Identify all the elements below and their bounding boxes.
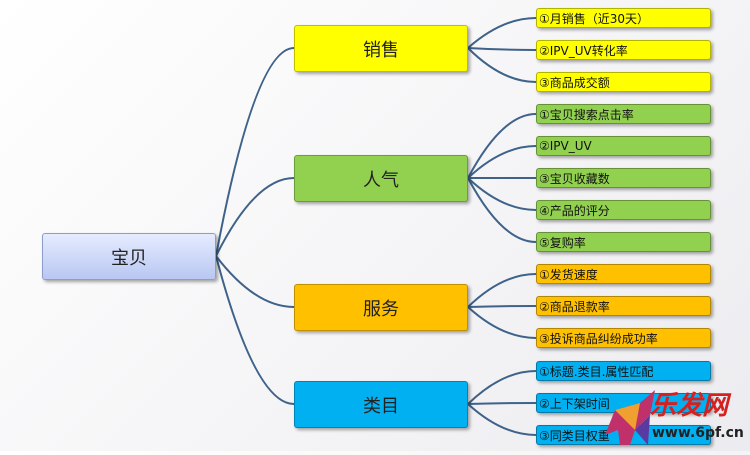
connector <box>467 47 537 83</box>
watermark-name: 乐发网 <box>650 391 729 421</box>
metric-node[interactable]: ③商品成交额 <box>536 72 711 92</box>
connector <box>467 305 537 308</box>
watermark-logo: 乐发网 www.6pf.cn <box>600 385 750 451</box>
metric-node[interactable]: ①月销售（近30天） <box>536 8 711 28</box>
metric-node[interactable]: ①发货速度 <box>536 264 711 284</box>
metric-node[interactable]: ③宝贝收藏数 <box>536 168 711 188</box>
category-node[interactable]: 人气 <box>294 155 468 202</box>
connector <box>467 177 537 211</box>
connector <box>467 113 537 179</box>
metric-node[interactable]: ③投诉商品纠纷成功率 <box>536 328 711 348</box>
root-node[interactable]: 宝贝 <box>42 233 216 280</box>
category-node[interactable]: 服务 <box>294 284 468 331</box>
watermark-url: www.6pf.cn <box>652 425 744 441</box>
metric-node[interactable]: ②IPV_UV转化率 <box>536 40 711 60</box>
metric-node[interactable]: ①标题.类目.属性匹配 <box>536 361 711 381</box>
connector <box>467 273 537 308</box>
connector <box>215 177 295 257</box>
connector <box>215 255 295 405</box>
metric-node[interactable]: ②IPV_UV <box>536 136 711 156</box>
category-node[interactable]: 销售 <box>294 25 468 72</box>
bull-logo-icon <box>605 390 655 445</box>
connector <box>215 255 295 308</box>
connector <box>215 47 295 257</box>
metric-node[interactable]: ④产品的评分 <box>536 200 711 220</box>
connector <box>467 403 537 436</box>
category-node[interactable]: 类目 <box>294 381 468 428</box>
metric-node[interactable]: ⑤复购率 <box>536 232 711 252</box>
connector <box>467 145 537 179</box>
connector <box>467 370 537 405</box>
connector <box>467 177 537 243</box>
connector <box>467 17 537 49</box>
metric-node[interactable]: ①宝贝搜索点击率 <box>536 104 711 124</box>
connector <box>467 306 537 339</box>
metric-node[interactable]: ②商品退款率 <box>536 296 711 316</box>
connector <box>467 402 537 405</box>
connector <box>467 47 537 51</box>
